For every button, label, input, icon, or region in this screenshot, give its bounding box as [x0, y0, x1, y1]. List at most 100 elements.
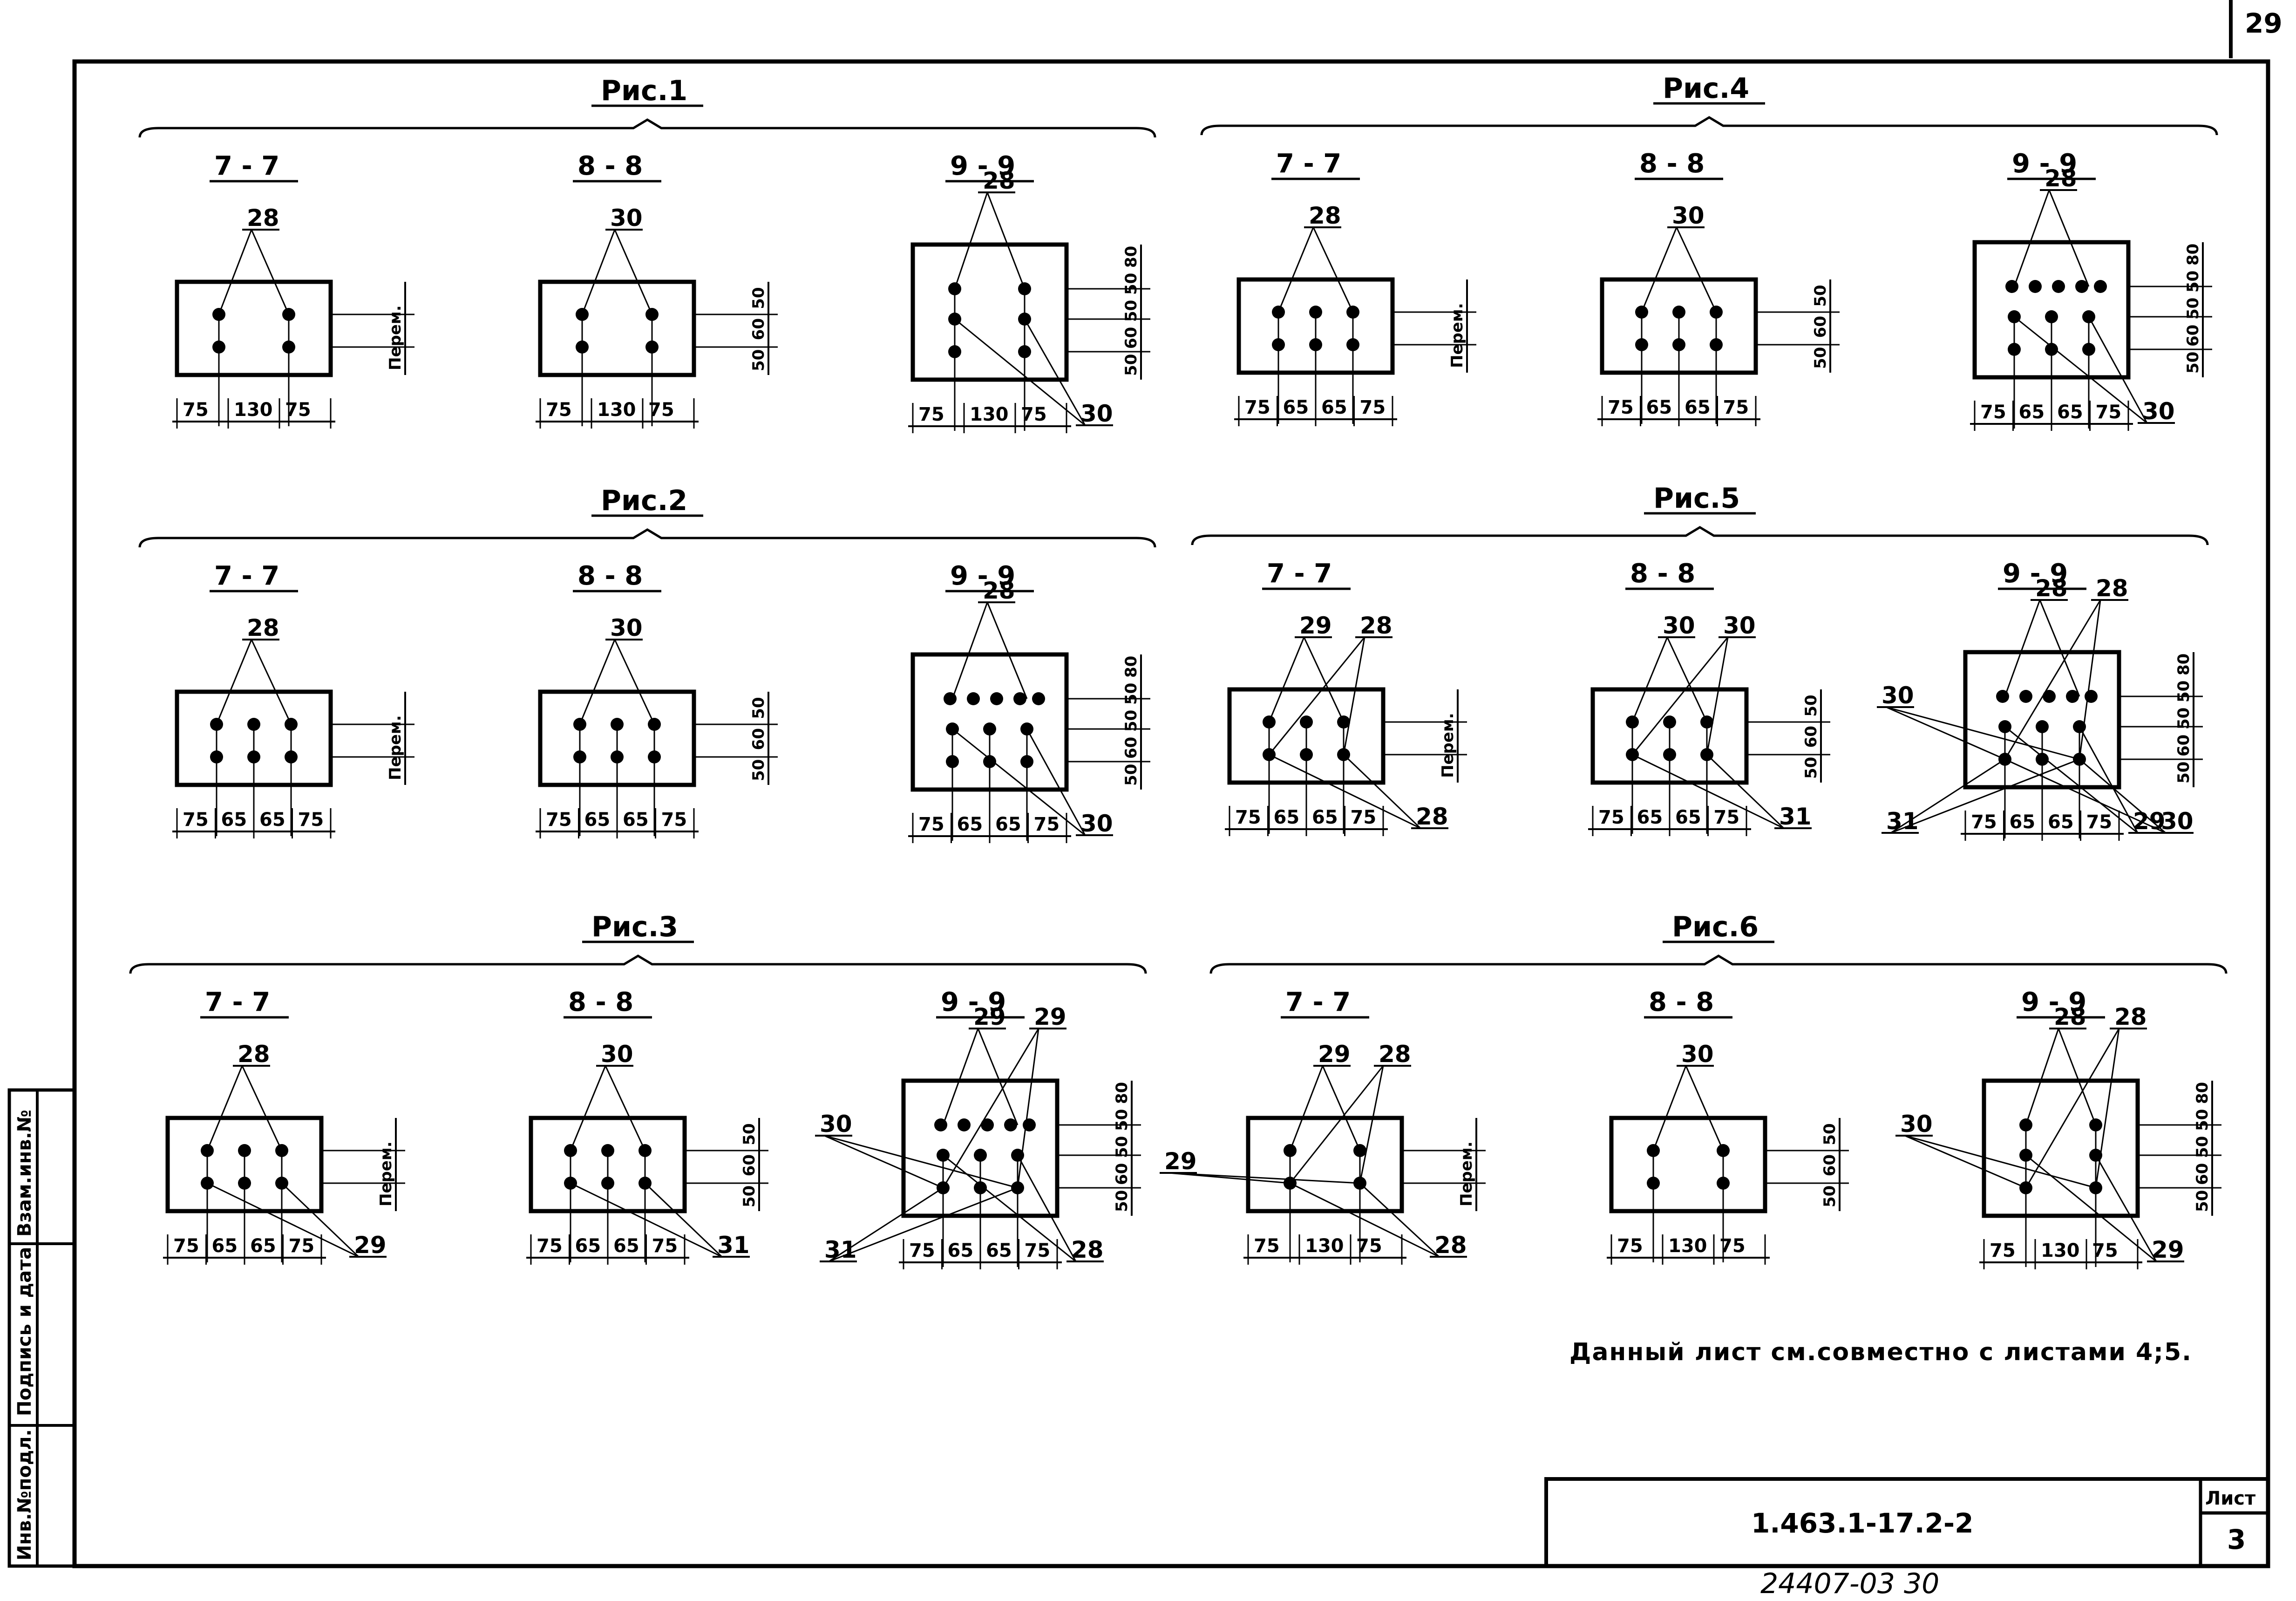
dimension-value: 75	[537, 1235, 563, 1257]
callout-label: 31	[1886, 808, 1919, 835]
dimension-value: 65	[948, 1240, 974, 1261]
leader-line	[1026, 729, 1086, 836]
leader-line	[2048, 190, 2090, 287]
dimension-value: 50	[1113, 1136, 1131, 1158]
group-brace	[129, 954, 1147, 974]
section-label: 9 - 9	[950, 561, 1015, 591]
leader-line	[251, 639, 292, 725]
dimension-value: 75	[1598, 807, 1624, 828]
dimension-value: 65	[584, 809, 611, 831]
callout-label: 30	[610, 614, 643, 641]
side-label-vzam: Взам.инв.№	[14, 1110, 35, 1237]
leader-line	[1706, 637, 1729, 755]
rebar-dot	[1013, 692, 1026, 705]
dimension-value: 50	[2184, 352, 2202, 374]
leader-line	[2004, 758, 2166, 834]
dimension-value: 130	[597, 399, 636, 421]
dimension-value: 75	[1980, 402, 2006, 423]
callout-label: 30	[1663, 612, 1695, 639]
dimension-value: 75	[173, 1235, 199, 1257]
rebar-dot	[2052, 280, 2065, 293]
dimension-value: 50	[2174, 762, 2193, 783]
dimension-value: 75	[1356, 1235, 1382, 1257]
leader-line	[2025, 1028, 2059, 1125]
callout-label: 28	[2096, 575, 2128, 602]
cross-section-outline	[910, 242, 1069, 382]
dimension-value: 60	[1113, 1163, 1131, 1185]
rebar-dot	[1004, 1118, 1017, 1131]
dimension-value: 130	[234, 399, 273, 421]
dimension-value: 75	[1025, 1240, 1051, 1261]
dimension-value: 50	[2174, 681, 2193, 702]
callout-label: 30	[1080, 810, 1113, 837]
leader-line	[1666, 637, 1708, 722]
callout-label: 31	[717, 1232, 750, 1259]
figure-title: Рис.5	[1653, 482, 1740, 515]
section-label: 8 - 8	[1630, 559, 1695, 589]
leader-line	[1343, 637, 1365, 755]
dimension-value: 75	[298, 809, 324, 831]
dimension-value: 75	[1351, 807, 1377, 828]
callout-label: 28	[247, 204, 279, 232]
callout-label: 28	[983, 167, 1015, 194]
leader-line	[1017, 1028, 1039, 1188]
cross-section-outline	[175, 279, 333, 377]
dimension-value: 50	[2174, 708, 2193, 729]
callout-label: 29	[1299, 612, 1332, 639]
rebar-dot	[958, 1118, 971, 1131]
leader-line	[1359, 1182, 1440, 1258]
callout-label: 30	[1900, 1110, 1933, 1138]
drawing-code: 1.463.1-17.2-2	[1751, 1507, 1973, 1539]
dimension-value: 80	[1113, 1082, 1131, 1104]
dimension-value: 65	[1274, 807, 1300, 828]
dimension-value: 65	[2010, 811, 2036, 833]
figure-title: Рис.2	[601, 484, 687, 517]
dimension-value: 60	[1122, 737, 1141, 759]
dimension-value: 60	[1802, 726, 1820, 748]
dimension-value: 60	[1122, 327, 1141, 349]
rebar-dot	[2094, 280, 2107, 293]
rebar-dot	[981, 1118, 994, 1131]
group-brace	[138, 528, 1156, 548]
perem-label: Перем.	[1439, 713, 1457, 778]
leader-line	[2004, 726, 2138, 834]
callout-label: 31	[824, 1236, 857, 1263]
callout-label: 28	[1434, 1232, 1467, 1259]
leader-line	[644, 1182, 723, 1258]
dimension-value: 50	[2193, 1190, 2212, 1212]
dimension-value: 50	[1802, 695, 1820, 716]
leader-line	[1641, 227, 1678, 313]
sheet-number: 3	[2227, 1524, 2246, 1555]
leader-line	[2025, 1154, 2157, 1262]
cross-section-outline	[538, 279, 696, 377]
callout-label: 28	[2114, 1003, 2147, 1030]
rebar-dot	[2019, 690, 2032, 703]
dimension-value: 130	[970, 404, 1009, 425]
dimension-value: 80	[1122, 246, 1141, 268]
dimension-value: 80	[2174, 654, 2193, 675]
dimension-value: 75	[1719, 1235, 1746, 1257]
leader-line	[2095, 1028, 2120, 1188]
dimension-value: 75	[289, 1235, 315, 1257]
dimension-value: 75	[1971, 811, 1997, 833]
dimension-value: 65	[221, 809, 247, 831]
leader-line	[206, 1065, 243, 1151]
dimension-value: 50	[749, 759, 768, 781]
callout-label: 31	[1779, 803, 1812, 830]
leader-line	[1289, 1065, 1384, 1184]
callout-label: 28	[1309, 202, 1341, 229]
callout-label: 30	[820, 1110, 852, 1138]
callout-label: 29	[1318, 1041, 1351, 1068]
leader-line	[1685, 1065, 1724, 1151]
leader-line	[579, 639, 616, 725]
callout-label: 30	[1882, 682, 1914, 709]
rebar-dot	[990, 692, 1003, 705]
leader-line	[2058, 1028, 2097, 1125]
figure-title: Рис.4	[1663, 72, 1749, 105]
